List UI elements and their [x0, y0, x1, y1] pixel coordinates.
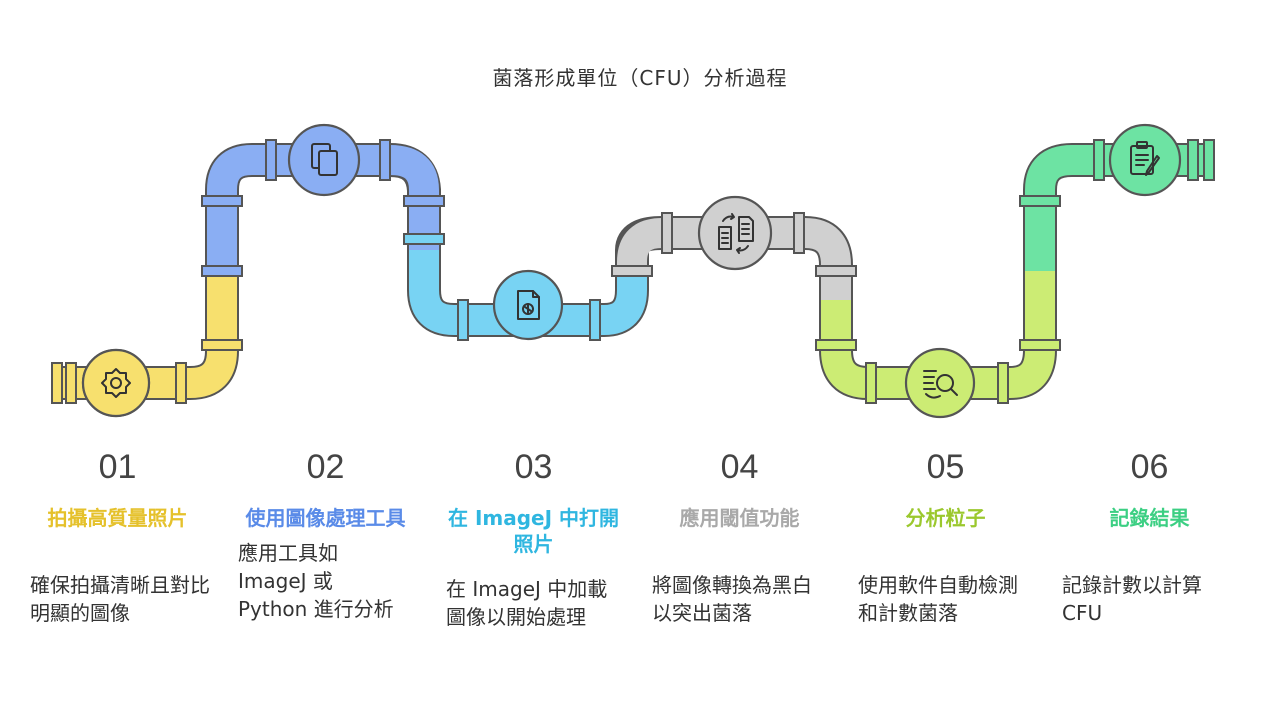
step-6: 06 記錄結果 記錄計數以計算 CFU: [1062, 448, 1247, 627]
step-description: 使用軟件自動檢測和計數菌落: [858, 573, 1018, 625]
step-5: 05 分析粒子 使用軟件自動檢測和計數菌落: [858, 448, 1043, 627]
step-heading: 應用閾值功能: [679, 506, 800, 530]
diagram-title: 菌落形成單位（CFU）分析過程: [492, 66, 788, 90]
pipe-segment-6: [1025, 145, 1214, 271]
gear-icon: [81, 348, 151, 418]
step-description: 記錄計數以計算 CFU: [1062, 573, 1202, 625]
pipe-segment-1: [55, 271, 237, 398]
step-1: 01 拍攝高質量照片 確保拍攝清晰且對比明顯的圖像: [30, 448, 215, 627]
step-3: 03 在 ImageJ 中打開照片 在 ImageJ 中加載圖像以開始處理: [446, 448, 631, 631]
step-description: 確保拍攝清晰且對比明顯的圖像: [30, 573, 210, 625]
image-file-icon: [492, 269, 564, 341]
step-number: 03: [514, 448, 553, 486]
step-description: 應用工具如 ImageJ 或 Python 進行分析: [238, 541, 394, 621]
file-convert-icon: [697, 195, 773, 271]
step-heading: 拍攝高質量照片: [47, 506, 188, 530]
step-heading: 記錄結果: [1109, 506, 1190, 530]
copy-files-icon: [287, 123, 361, 197]
step-number: 01: [98, 448, 137, 486]
step-heading: 分析粒子: [905, 506, 986, 530]
step-description: 在 ImageJ 中加載圖像以開始處理: [446, 577, 608, 629]
step-2: 02 使用圖像處理工具 應用工具如 ImageJ 或 Python 進行分析: [238, 448, 423, 623]
step-number: 02: [306, 448, 345, 486]
step-description: 將圖像轉換為黑白以突出菌落: [652, 573, 812, 625]
pipe-collars: [51, 139, 1215, 404]
step-4: 04 應用閾值功能 將圖像轉換為黑白以突出菌落: [652, 448, 837, 627]
step-heading: 使用圖像處理工具: [245, 506, 406, 530]
clipboard-edit-icon: [1108, 123, 1182, 197]
step-number: 04: [720, 448, 759, 486]
step-number: 06: [1130, 448, 1169, 486]
step-heading: 在 ImageJ 中打開照片: [447, 506, 620, 556]
search-list-icon: [904, 347, 976, 419]
step-number: 05: [926, 448, 965, 486]
